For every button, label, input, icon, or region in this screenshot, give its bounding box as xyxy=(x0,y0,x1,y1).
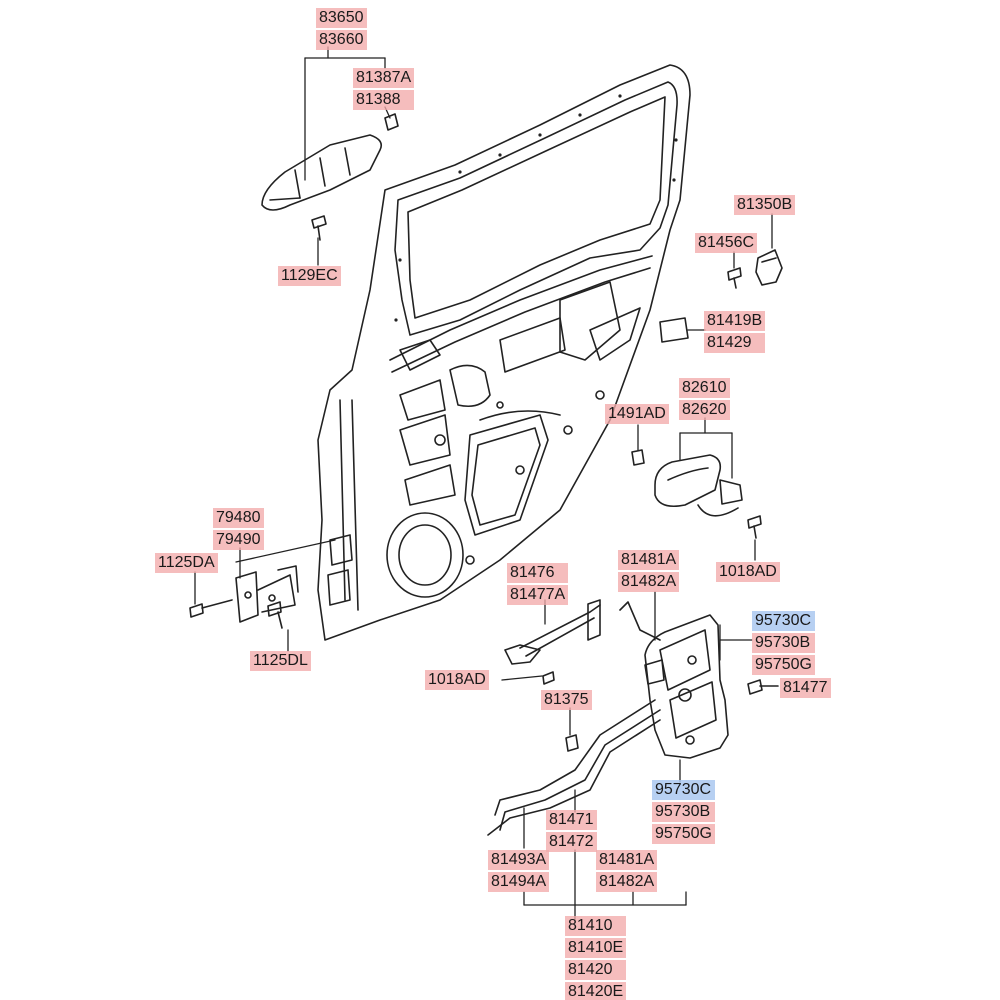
part-label-81420e[interactable]: 81420E xyxy=(565,982,627,1000)
part-label-83650[interactable]: 83650 xyxy=(316,8,367,28)
part-label-81494a[interactable]: 81494A xyxy=(488,872,550,892)
clip-81375 xyxy=(565,734,579,752)
part-label-81476[interactable]: 81476 xyxy=(507,563,569,583)
pad-81419b xyxy=(659,317,689,343)
part-label-81429[interactable]: 81429 xyxy=(704,333,766,353)
screw-81456c xyxy=(727,267,742,289)
part-label-83660[interactable]: 83660 xyxy=(316,30,367,50)
part-label-1125dl[interactable]: 1125DL xyxy=(250,651,311,671)
door-hinge xyxy=(235,565,299,623)
part-label-81420[interactable]: 81420 xyxy=(565,960,627,980)
part-label-81375[interactable]: 81375 xyxy=(541,690,592,710)
part-label-81477a[interactable]: 81477A xyxy=(507,585,569,605)
part-label-82610[interactable]: 82610 xyxy=(679,378,730,398)
inside-handle xyxy=(654,454,743,517)
part-label-81493a[interactable]: 81493A xyxy=(488,850,550,870)
bolt-1125dl xyxy=(267,601,283,629)
outside-handle xyxy=(261,113,399,211)
part-label-81471[interactable]: 81471 xyxy=(546,810,597,830)
bolt-1125da xyxy=(189,599,233,618)
part-label-81481a-bottom[interactable]: 81481A xyxy=(596,850,658,870)
part-label-1491ad[interactable]: 1491AD xyxy=(605,404,669,424)
part-label-81387a[interactable]: 81387A xyxy=(353,68,415,88)
door-latch-assembly xyxy=(619,601,729,759)
remote-rod-81476 xyxy=(504,599,601,665)
part-label-81410[interactable]: 81410 xyxy=(565,916,627,936)
bracket-81350b xyxy=(755,249,783,286)
part-label-82620[interactable]: 82620 xyxy=(679,400,730,420)
part-label-81472[interactable]: 81472 xyxy=(546,832,597,852)
rear-door-panel xyxy=(317,64,691,641)
part-label-95750g-top[interactable]: 95750G xyxy=(752,655,815,675)
part-label-1018ad-left[interactable]: 1018AD xyxy=(425,670,489,690)
leader-lines xyxy=(194,46,773,921)
part-label-81419b[interactable]: 81419B xyxy=(704,311,766,331)
part-label-79490[interactable]: 79490 xyxy=(213,530,264,550)
part-label-81456c[interactable]: 81456C xyxy=(695,233,758,253)
part-label-95730c-bottom[interactable]: 95730C xyxy=(652,780,715,800)
part-label-1129ec[interactable]: 1129EC xyxy=(278,266,341,286)
part-label-81477[interactable]: 81477 xyxy=(780,678,831,698)
part-label-1018ad-right[interactable]: 1018AD xyxy=(716,562,780,582)
clip-1491ad xyxy=(631,449,645,466)
part-label-95750g-bottom[interactable]: 95750G xyxy=(652,824,715,844)
part-label-81388[interactable]: 81388 xyxy=(353,90,415,110)
part-label-95730c-top[interactable]: 95730C xyxy=(752,611,815,631)
part-label-81481a-top[interactable]: 81481A xyxy=(618,550,680,570)
part-label-95730b-bottom[interactable]: 95730B xyxy=(652,802,715,822)
part-label-79480[interactable]: 79480 xyxy=(213,508,264,528)
screw-81477 xyxy=(747,679,779,695)
latch-rods xyxy=(487,699,661,836)
bolt-1129ec xyxy=(311,215,327,241)
part-label-95730b-top[interactable]: 95730B xyxy=(752,633,815,653)
part-label-81410e[interactable]: 81410E xyxy=(565,938,627,958)
part-label-81482a-bottom[interactable]: 81482A xyxy=(596,872,658,892)
screw-1018ad-right xyxy=(747,515,762,539)
part-label-81350b[interactable]: 81350B xyxy=(734,195,796,215)
part-label-1125da[interactable]: 1125DA xyxy=(155,553,218,573)
screw-1018ad-left xyxy=(542,671,555,685)
part-label-81482a-top[interactable]: 81482A xyxy=(618,572,680,592)
